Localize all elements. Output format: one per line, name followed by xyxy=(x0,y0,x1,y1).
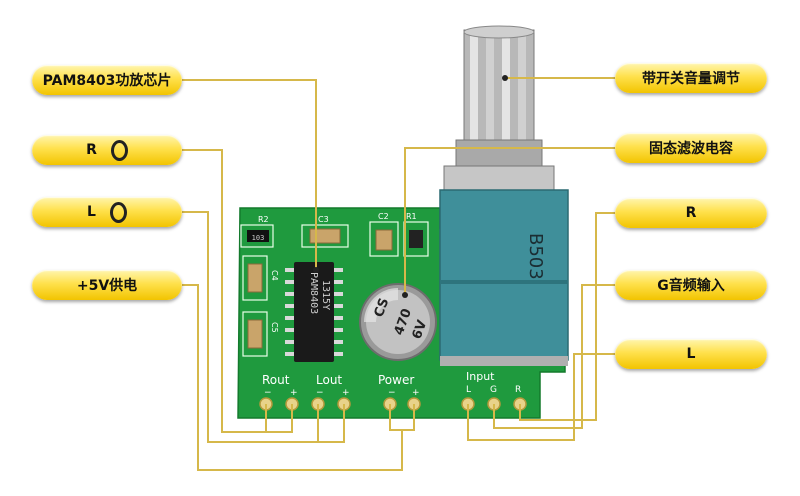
callout-l-output-label: L xyxy=(87,204,96,220)
c3-label: C3 xyxy=(318,215,329,224)
chip-marking-2: 1315Y xyxy=(320,280,331,310)
electrolytic-capacitor: CS 470 6V xyxy=(359,283,437,361)
input-l-label: L xyxy=(466,385,471,395)
ring-icon xyxy=(110,139,128,161)
callout-g-input: G音频输入 xyxy=(615,270,767,300)
lout-minus-label: − xyxy=(316,388,324,398)
potentiometer: B503 xyxy=(439,25,569,366)
smd-resistor-r1 xyxy=(409,230,423,248)
rout-label: Rout xyxy=(262,373,290,387)
callout-l-input: L xyxy=(615,339,767,369)
callout-volume-switch: 带开关音量调节 xyxy=(615,63,767,93)
lout-label: Lout xyxy=(316,373,342,387)
smd-capacitor-c4 xyxy=(247,263,263,293)
callout-wires xyxy=(182,77,615,471)
smd-capacitor-c2 xyxy=(375,229,393,251)
rout-minus-label: − xyxy=(264,388,272,398)
c5-label: C5 xyxy=(270,322,279,333)
r2-label: R2 xyxy=(258,215,269,224)
r2-value-label: 103 xyxy=(252,234,265,242)
ring-icon xyxy=(109,201,127,223)
callout-l-output: L xyxy=(32,197,182,227)
c2-label: C2 xyxy=(378,212,389,221)
callout-r-input: R xyxy=(615,198,767,228)
cap-voltage-label: 6V xyxy=(410,318,431,341)
r1-label: R1 xyxy=(406,212,417,221)
cap-brand-label: CS xyxy=(372,296,393,319)
callout-r-output: R xyxy=(32,135,182,165)
rout-plus-label: + xyxy=(290,388,298,398)
smd-resistor-r2: 103 xyxy=(247,230,269,242)
callout-r-output-label: R xyxy=(86,142,97,158)
chip-marking-1: PAM8403 xyxy=(308,272,319,314)
callout-amp-chip-label: PAM8403功放芯片 xyxy=(42,73,172,89)
lout-plus-label: + xyxy=(342,388,350,398)
c4-label: C4 xyxy=(270,270,279,281)
power-label: Power xyxy=(378,373,414,387)
callout-filter-capacitor-label: 固态滤波电容 xyxy=(649,141,733,157)
callout-filter-capacitor: 固态滤波电容 xyxy=(615,133,767,163)
pam8403-chip: PAM8403 1315Y xyxy=(285,262,343,362)
power-plus-label: + xyxy=(412,388,420,398)
callout-amp-chip: PAM8403功放芯片 xyxy=(32,65,182,95)
smd-capacitor-c3 xyxy=(309,228,341,244)
smd-capacitor-c5 xyxy=(247,319,263,349)
callout-r-input-label: R xyxy=(685,205,697,221)
callout-power-label: +5V供电 xyxy=(76,278,138,294)
callout-g-input-label: G音频输入 xyxy=(657,278,725,294)
wire-end-dots xyxy=(313,75,508,298)
callout-volume-switch-label: 带开关音量调节 xyxy=(642,71,740,87)
pot-code-label: B503 xyxy=(525,233,546,280)
power-minus-label: − xyxy=(388,388,396,398)
callout-l-input-label: L xyxy=(686,346,696,362)
input-label: Input xyxy=(466,370,495,383)
input-g-label: G xyxy=(490,385,497,395)
callout-power: +5V供电 xyxy=(32,270,182,300)
input-r-label: R xyxy=(515,385,521,395)
